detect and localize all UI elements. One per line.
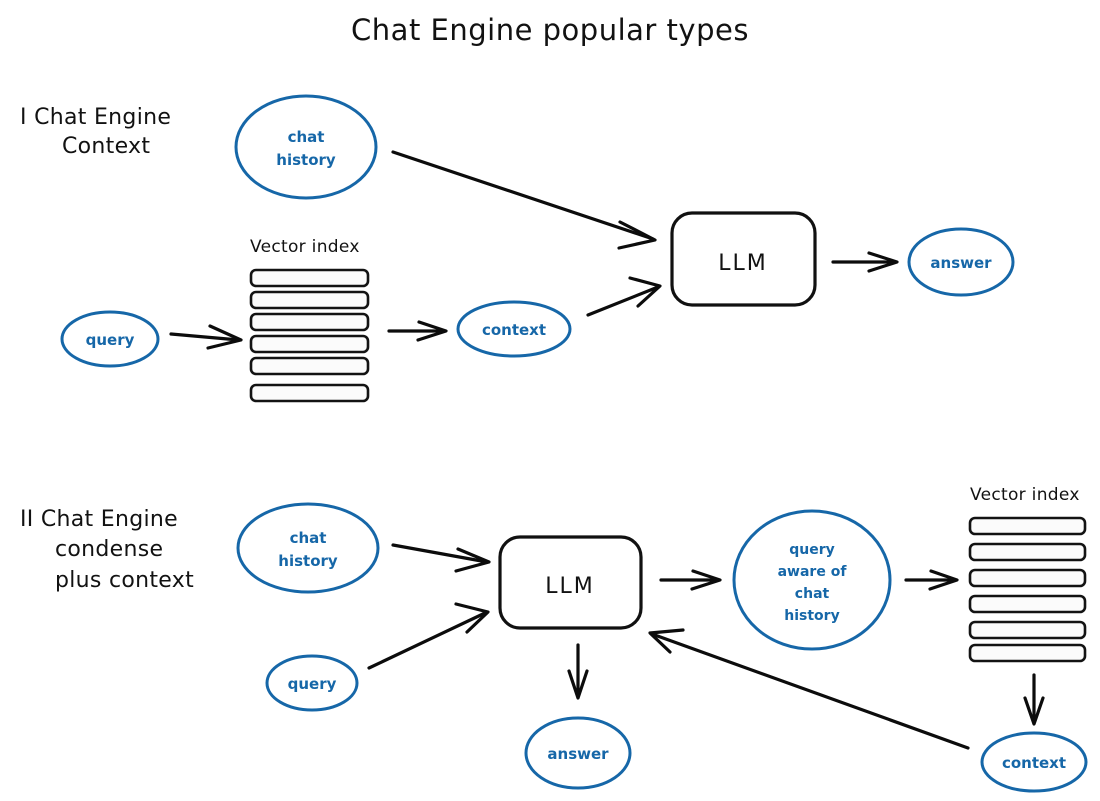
vector-index-bars-1[interactable] — [249, 268, 370, 403]
section-1-label-line-1: I Chat Engine — [20, 105, 171, 130]
vector-index-bars-2[interactable] — [968, 516, 1087, 663]
vector-index-bar — [249, 268, 370, 288]
context-ellipse-2 — [980, 731, 1088, 793]
vector-index-bar — [968, 594, 1087, 614]
answer-label-1: answer — [930, 254, 992, 272]
arrow-vector-index-to-context-2 — [1023, 673, 1045, 726]
node-query-aware-2[interactable]: query aware of chat history — [732, 509, 892, 651]
answer-label-2: answer — [547, 745, 609, 763]
section-2-label-line-3: plus context — [55, 568, 194, 593]
llm-box-1 — [670, 211, 817, 307]
arrow-llm-to-answer-1 — [831, 251, 899, 273]
section-1-label-line-2: Context — [62, 134, 150, 159]
query-ellipse-2 — [265, 654, 359, 712]
node-chat-history-2[interactable]: chat history — [236, 502, 380, 594]
page-title: Chat Engine popular types — [351, 13, 749, 47]
vector-index-bar — [968, 516, 1087, 536]
query-aware-label-line-1: query — [789, 542, 835, 558]
chat-history-label-1b: history — [276, 151, 336, 169]
node-query-1[interactable]: query — [60, 310, 160, 368]
node-answer-2[interactable]: answer — [524, 716, 632, 790]
vector-index-bar — [249, 290, 370, 310]
chat-history-ellipse-2 — [236, 502, 380, 594]
chat-history-label-2a: chat — [290, 529, 327, 547]
context-label-2: context — [1002, 754, 1066, 772]
query-aware-label-line-2: aware of — [778, 564, 848, 580]
context-label-1: context — [482, 321, 546, 339]
query-aware-label-line-4: history — [784, 608, 839, 624]
vector-index-bar — [249, 356, 370, 376]
node-llm-2[interactable]: LLM — [498, 535, 643, 630]
node-context-2[interactable]: context — [980, 731, 1088, 793]
section-2-label-line-2: condense — [55, 537, 163, 562]
context-ellipse-1 — [456, 300, 572, 358]
section-2-group: II Chat Engine condense plus context cha… — [20, 485, 1088, 793]
arrow-vector-index-to-context-1 — [387, 320, 448, 342]
arrow-context-to-llm-1 — [586, 276, 662, 317]
node-chat-history-1[interactable]: chat history — [234, 94, 378, 200]
vector-index-label-1: Vector index — [250, 237, 360, 257]
arrow-llm-to-query-aware-2 — [659, 569, 722, 591]
answer-ellipse-1 — [907, 227, 1015, 297]
query-ellipse-1 — [60, 310, 160, 368]
arrow-query-aware-to-vector-index-2 — [904, 569, 959, 591]
vector-index-bar — [249, 383, 370, 403]
section-1-group: I Chat Engine Context chat history Vecto… — [20, 94, 1015, 403]
chat-history-ellipse-1 — [234, 94, 378, 200]
vector-index-bar — [968, 542, 1087, 562]
node-llm-1[interactable]: LLM — [670, 211, 817, 307]
node-answer-1[interactable]: answer — [907, 227, 1015, 297]
vector-index-bar — [968, 568, 1087, 588]
vector-index-bar — [968, 643, 1087, 663]
answer-ellipse-2 — [524, 716, 632, 790]
arrow-llm-to-answer-2 — [567, 643, 589, 700]
node-query-2[interactable]: query — [265, 654, 359, 712]
arrow-context-to-llm-2 — [648, 628, 970, 750]
vector-index-bar — [968, 620, 1087, 640]
llm-label-1: LLM — [718, 251, 768, 276]
query-aware-ellipse-2 — [732, 509, 892, 651]
chat-history-label-2b: history — [278, 552, 338, 570]
arrow-query-to-vector-index-1 — [169, 324, 243, 350]
query-label-2: query — [288, 675, 337, 693]
node-context-1[interactable]: context — [456, 300, 572, 358]
query-aware-label-line-3: chat — [795, 586, 830, 602]
vector-index-bar — [249, 334, 370, 354]
vector-index-label-2: Vector index — [970, 485, 1080, 505]
vector-index-bar — [249, 312, 370, 332]
arrow-chat-history-to-llm-2 — [391, 543, 491, 573]
llm-label-2: LLM — [545, 574, 595, 599]
arrow-chat-history-to-llm-1 — [391, 150, 657, 250]
query-label-1: query — [86, 331, 135, 349]
arrow-query-to-llm-2 — [367, 602, 490, 670]
llm-box-2 — [498, 535, 643, 630]
chat-history-label-1a: chat — [288, 128, 325, 146]
section-2-label-line-1: II Chat Engine — [20, 507, 178, 532]
